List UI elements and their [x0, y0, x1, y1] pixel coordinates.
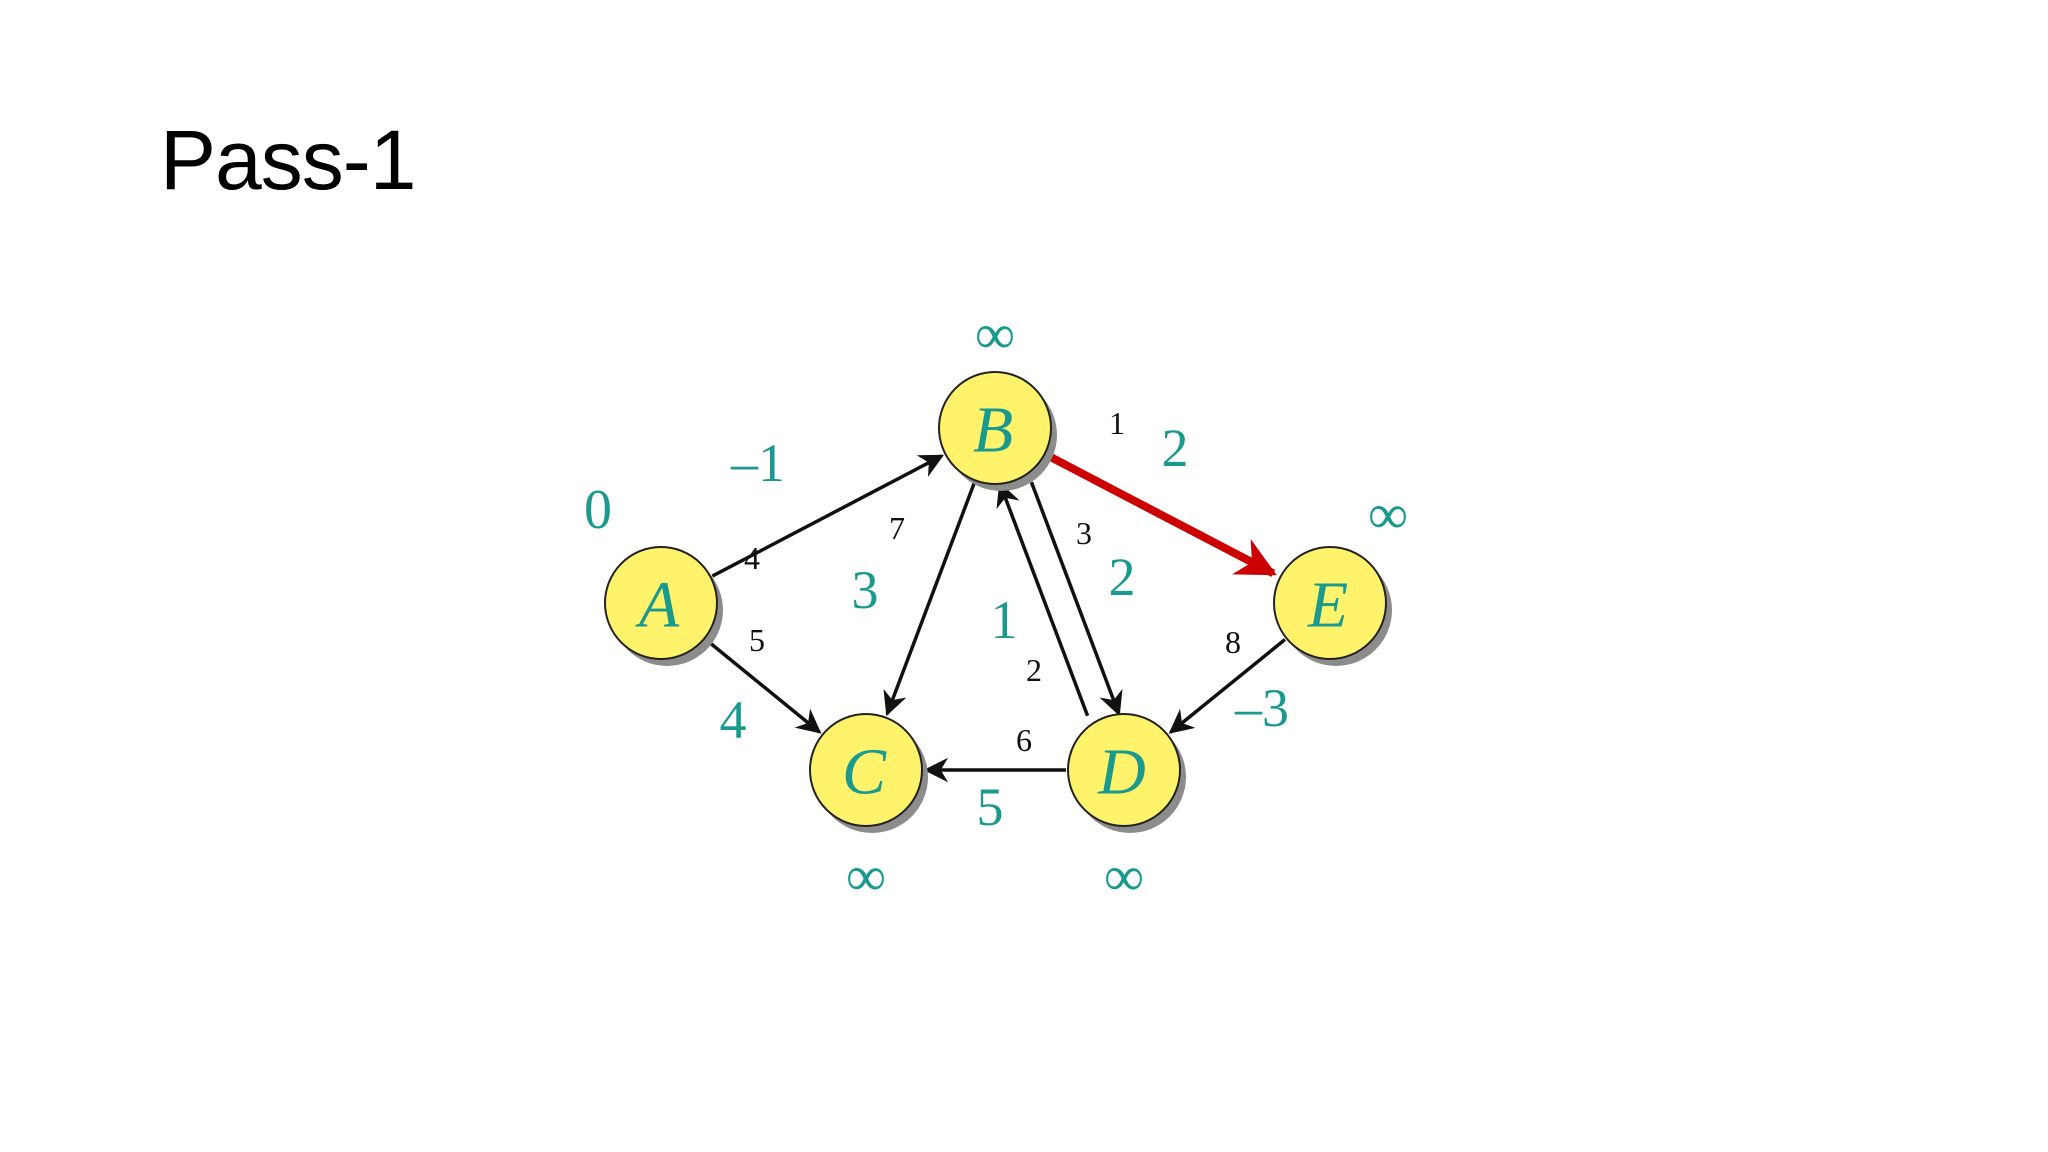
node-b: B	[938, 371, 1057, 491]
edge-d-b	[996, 481, 1090, 717]
edge-a-c	[704, 638, 822, 734]
node-distance-e: ∞	[1368, 484, 1408, 546]
edge-weight-be: 2	[1162, 418, 1189, 478]
edge-b-c	[883, 481, 977, 717]
node-circle	[1067, 713, 1181, 827]
edge-weight-dc: 5	[977, 777, 1004, 837]
edge-e-d	[1168, 638, 1287, 734]
node-d: D	[1067, 713, 1186, 833]
node-circle	[809, 713, 923, 827]
node-distance-a: 0	[584, 479, 612, 541]
edge-weight-ed: –3	[1234, 678, 1289, 738]
edge-a-b	[711, 454, 945, 578]
edges-layer	[704, 451, 1287, 783]
edge-weight-ab: –1	[730, 433, 785, 493]
slide-title: Pass-1	[160, 113, 416, 207]
nodes-layer: A B C D E	[604, 371, 1392, 833]
edge-b-e-highlighted	[1044, 451, 1277, 577]
node-distance-b: ∞	[975, 304, 1015, 366]
edge-weight-bc: 3	[852, 560, 879, 620]
edge-order-be: 1	[1109, 405, 1125, 441]
node-label-b: B	[973, 394, 1013, 467]
node-distance-c: ∞	[846, 846, 886, 908]
edge-order-db: 2	[1026, 652, 1042, 688]
node-label-e: E	[1307, 569, 1348, 642]
node-c: C	[809, 713, 928, 833]
edge-order-bd: 3	[1076, 515, 1092, 551]
edge-order-dc: 6	[1016, 722, 1032, 758]
node-distance-d: ∞	[1104, 846, 1144, 908]
edge-order-ab: 4	[744, 540, 760, 576]
node-circle	[1273, 546, 1387, 660]
edge-order-bc: 7	[889, 510, 905, 546]
edge-order-ed: 8	[1225, 624, 1241, 660]
edge-b-d	[1029, 481, 1123, 717]
node-circle	[938, 371, 1052, 485]
node-e: E	[1273, 546, 1392, 666]
node-circle	[604, 546, 718, 660]
edge-weight-bd: 2	[1109, 547, 1136, 607]
node-label-a: A	[635, 569, 680, 642]
node-label-d: D	[1097, 736, 1146, 809]
node-label-c: C	[842, 736, 887, 809]
edge-order-ac: 5	[749, 622, 765, 658]
edge-weight-ac: 4	[720, 690, 747, 750]
edge-weight-db: 1	[991, 590, 1018, 650]
node-a: A	[604, 546, 723, 666]
